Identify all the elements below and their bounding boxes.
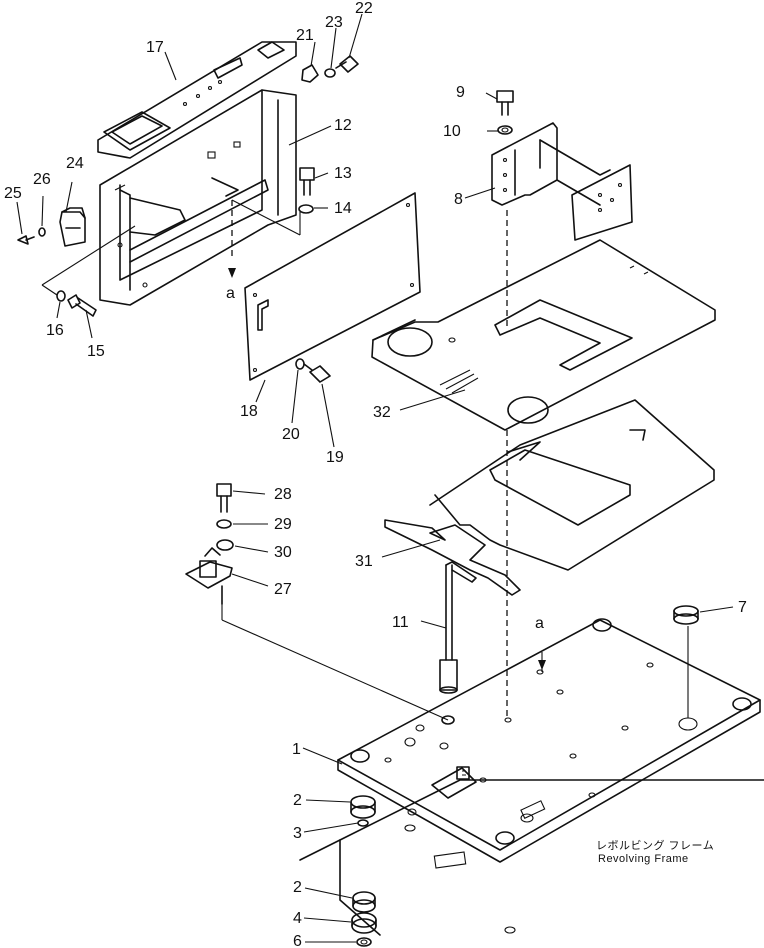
leader-lines — [16, 13, 734, 943]
washer-part-10 — [497, 125, 513, 135]
alignment-lines — [41, 199, 543, 721]
callout-6: 6 — [293, 933, 302, 948]
callout-11: 11 — [392, 614, 409, 631]
arrow-a-upper — [228, 268, 236, 278]
caption-japanese: レボルビング フレーム — [596, 838, 714, 852]
washer-part-26 — [38, 227, 46, 237]
revolving-frame — [299, 779, 764, 936]
callout-14: 14 — [334, 200, 352, 217]
label-a-lower: a — [535, 615, 544, 632]
callout-2-upper: 2 — [293, 792, 302, 809]
callout-18: 18 — [240, 403, 258, 420]
box-frame-part-12 — [99, 89, 297, 306]
cover-plate-31 — [384, 399, 715, 596]
washer-part-20 — [295, 358, 305, 370]
washer-part-23 — [324, 68, 336, 78]
callout-21: 21 — [296, 27, 314, 44]
rod-part-11 — [439, 561, 477, 725]
callout-8: 8 — [454, 191, 463, 208]
callout-9: 9 — [456, 84, 465, 101]
callout-32: 32 — [373, 404, 391, 421]
washer-part-29 — [216, 519, 232, 529]
bolt-part-22 — [335, 55, 359, 73]
bolt-part-15 — [67, 294, 97, 317]
callout-26: 26 — [33, 171, 51, 188]
rubber-mount-upper — [350, 795, 376, 827]
side-panel-part-18 — [244, 192, 421, 381]
callout-19: 19 — [326, 449, 344, 466]
callout-10: 10 — [443, 123, 461, 140]
callout-23: 23 — [325, 14, 343, 31]
bolt-part-13 — [299, 167, 315, 196]
switch-part-24 — [59, 207, 86, 247]
callout-13: 13 — [334, 165, 352, 182]
label-a-upper: a — [226, 285, 235, 302]
washer-part-16 — [56, 290, 66, 302]
rubber-mount-lower — [351, 891, 377, 947]
callout-27: 27 — [274, 581, 292, 598]
caption-english: Revolving Frame — [598, 853, 689, 865]
arrow-a-lower — [538, 660, 546, 670]
callout-29: 29 — [274, 516, 292, 533]
callout-15: 15 — [87, 343, 105, 360]
cap-part-7 — [673, 605, 699, 718]
callout-20: 20 — [282, 426, 300, 443]
top-panel-part-17 — [97, 41, 297, 159]
base-plate — [337, 618, 761, 863]
callout-22: 22 — [355, 0, 373, 17]
callout-24: 24 — [66, 155, 84, 172]
callout-17: 17 — [146, 39, 164, 56]
cover-plate-32 — [371, 239, 716, 431]
washer-part-14 — [298, 204, 314, 214]
callout-1: 1 — [292, 741, 301, 758]
callout-12: 12 — [334, 117, 352, 134]
callout-28: 28 — [274, 486, 292, 503]
callout-7: 7 — [738, 599, 747, 616]
bolt-part-28 — [216, 483, 232, 513]
clip-part-21 — [301, 64, 319, 83]
washer-part-30 — [216, 539, 234, 551]
bolt-part-19 — [303, 363, 331, 383]
switch-bracket-part-27 — [185, 547, 233, 605]
callout-25: 25 — [4, 185, 22, 202]
screw-part-25 — [17, 235, 35, 245]
callout-16: 16 — [46, 322, 64, 339]
callout-3: 3 — [293, 825, 302, 842]
callout-4: 4 — [293, 910, 302, 927]
callout-31: 31 — [355, 553, 373, 570]
callout-30: 30 — [274, 544, 292, 561]
bracket-part-8 — [491, 122, 633, 241]
bolt-part-9 — [496, 90, 514, 116]
callout-2-lower: 2 — [293, 879, 302, 896]
